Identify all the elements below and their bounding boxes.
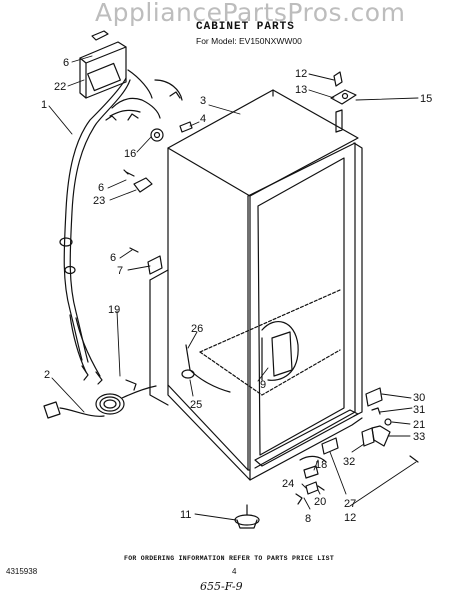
callout-label: 22	[54, 81, 66, 93]
handwritten-note: 655-F-9	[200, 580, 243, 593]
callout-label: 9	[260, 379, 266, 391]
ordering-note: FOR ORDERING INFORMATION REFER TO PARTS …	[124, 555, 335, 562]
callout-label: 30	[413, 392, 425, 404]
callout-label: 4	[200, 113, 206, 125]
callout-label: 12	[344, 512, 356, 524]
callout-label: 8	[305, 513, 311, 525]
callout-label: 7	[117, 265, 123, 277]
leader-lines	[48, 55, 419, 521]
wiring-harness	[59, 69, 183, 385]
callout-label: 32	[343, 456, 355, 468]
callout-label: 13	[295, 84, 307, 96]
callout-label: 6	[98, 182, 104, 194]
leveling-leg	[234, 504, 260, 529]
callout-label: 23	[93, 195, 105, 207]
callout-label: 19	[108, 304, 120, 316]
top-hinge-parts	[330, 71, 357, 133]
callout-label: 12	[295, 68, 307, 80]
callout-label: 6	[63, 57, 69, 69]
document-number: 4315938	[6, 567, 38, 576]
callout-label: 11	[180, 509, 191, 521]
callout-label: 18	[315, 459, 327, 471]
power-cord	[43, 379, 157, 419]
drain-tube	[181, 344, 231, 393]
page-number: 4	[232, 567, 237, 576]
callout-label: 24	[282, 478, 294, 490]
callout-label: 31	[413, 404, 425, 416]
part-4-screw	[179, 121, 193, 133]
part-23-clip	[123, 169, 153, 193]
callout-label: 27	[344, 498, 356, 510]
model-number: For Model: EV150NXWW00	[196, 36, 302, 46]
watermark: AppliancePartsPros.com	[95, 0, 406, 27]
callout-label: 33	[413, 431, 425, 443]
callout-label: 6	[110, 252, 116, 264]
callout-label: 2	[44, 369, 50, 381]
diagram-title: CABINET PARTS	[196, 21, 295, 33]
part-16-grommet	[150, 128, 164, 142]
callout-label: 21	[413, 419, 425, 431]
callout-label: 3	[200, 95, 206, 107]
callout-labels: 6 22 1 16 4 3 12 13 15 6 23 6 7 19 26 2 …	[41, 57, 432, 525]
callout-label: 1	[41, 99, 47, 111]
control-box	[79, 30, 127, 99]
callout-label: 26	[191, 323, 203, 335]
part-7-bracket	[129, 247, 163, 275]
callout-label: 15	[420, 93, 432, 105]
callout-label: 16	[124, 148, 136, 160]
cabinet-body	[149, 89, 363, 481]
callout-label: 25	[190, 399, 202, 411]
callout-label: 20	[314, 496, 326, 508]
right-side-parts	[321, 387, 419, 463]
